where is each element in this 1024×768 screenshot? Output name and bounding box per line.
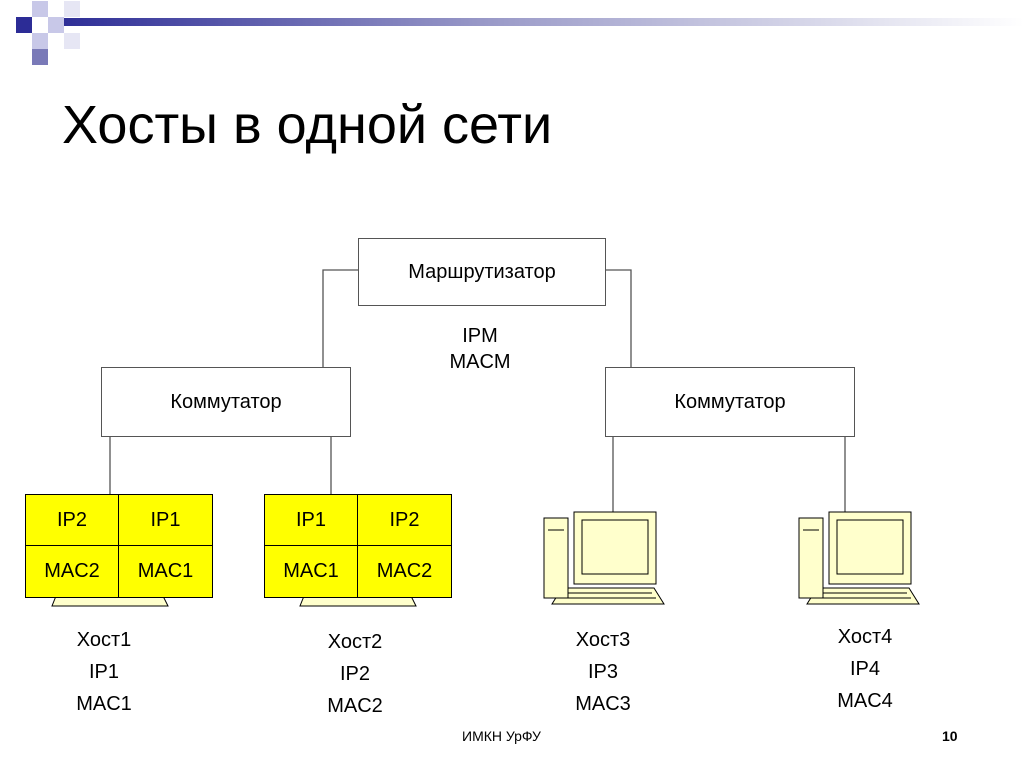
page-number: 10 xyxy=(942,728,958,744)
host2-label: Хост2 IP2 MAC2 xyxy=(305,626,405,722)
right-switch-label: Коммутатор xyxy=(674,390,786,413)
host-ip: IP2 xyxy=(339,663,371,685)
host-mac: MAC2 xyxy=(327,695,383,717)
footer-organization: ИМКН УрФУ xyxy=(462,728,541,744)
host-name: Хост3 xyxy=(575,629,631,651)
router-ip: IPM xyxy=(462,325,498,347)
arp-table-cell: IP2 xyxy=(26,495,119,546)
slide-title: Хосты в одной сети xyxy=(62,95,553,155)
host-ip: IP3 xyxy=(587,661,619,683)
router-box: Маршрутизатор xyxy=(358,238,606,306)
arp-table-cell: IP1 xyxy=(119,495,212,546)
host1-label: Хост1 IP1 MAC1 xyxy=(54,624,154,720)
slide-corner-decoration xyxy=(16,1,1024,65)
router-label: Маршрутизатор xyxy=(408,260,556,283)
arp-table-cell: MAC1 xyxy=(265,546,358,597)
arp-table-host2: IP1 IP2 MAC1 MAC2 xyxy=(264,494,452,598)
host-mac: MAC1 xyxy=(76,693,132,715)
computer-icon-host4 xyxy=(798,511,920,605)
host-ip: IP4 xyxy=(849,658,881,680)
host-name: Хост1 xyxy=(76,629,132,651)
arp-table-host1: IP2 IP1 MAC2 MAC1 xyxy=(25,494,213,598)
host-name: Хост2 xyxy=(327,631,383,653)
router-mac: MACM xyxy=(449,351,511,373)
host-ip: IP1 xyxy=(88,661,120,683)
host4-label: Хост4 IP4 MAC4 xyxy=(815,621,915,717)
left-switch-label: Коммутатор xyxy=(170,390,282,413)
arp-table-cell: MAC2 xyxy=(376,560,433,582)
host-mac: MAC4 xyxy=(837,690,893,712)
router-to-left-switch-line xyxy=(322,269,358,367)
host-name: Хост4 xyxy=(837,626,893,648)
arp-table-cell: IP1 xyxy=(265,495,358,546)
arp-table-cell: IP2 xyxy=(358,495,451,546)
router-to-right-switch-line xyxy=(606,269,632,367)
host3-label: Хост3 IP3 MAC3 xyxy=(553,624,653,720)
arp-table-cell: MAC2 xyxy=(26,546,119,597)
computer-icon-host3 xyxy=(543,511,665,605)
router-address-label: IPM MACM xyxy=(420,323,540,375)
left-switch-box: Коммутатор xyxy=(101,367,351,437)
right-switch-box: Коммутатор xyxy=(605,367,855,437)
arp-table-cell: MAC1 xyxy=(137,560,194,582)
host-mac: MAC3 xyxy=(575,693,631,715)
